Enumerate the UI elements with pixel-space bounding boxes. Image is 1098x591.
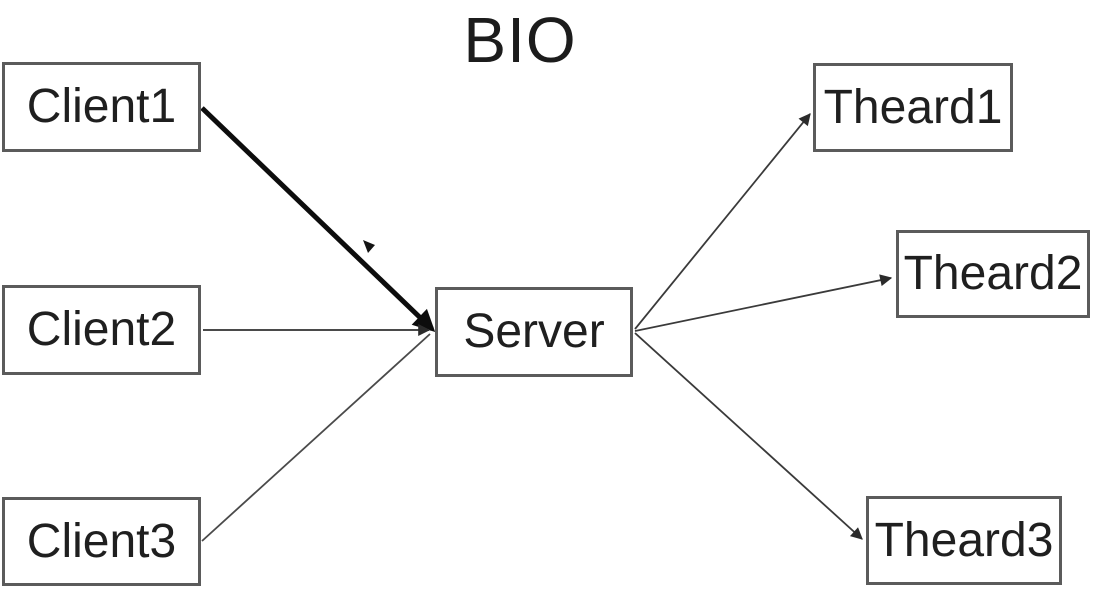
node-client2-label: Client2 <box>26 303 177 356</box>
node-server: Server <box>435 287 633 377</box>
node-server-label: Server <box>463 305 605 358</box>
node-client3: Client3 <box>2 497 201 586</box>
edge-client1-server <box>200 106 436 333</box>
node-client1: Client1 <box>2 62 201 152</box>
edge-client3-server <box>201 333 431 542</box>
node-client1-label: Client1 <box>26 80 177 133</box>
diagram-title: BIO <box>463 4 577 76</box>
edge-server-theard3 <box>634 332 863 540</box>
node-theard2-label: Theard2 <box>903 247 1083 300</box>
node-theard3-label: Theard3 <box>874 513 1054 567</box>
node-theard3: Theard3 <box>866 496 1062 585</box>
node-theard2: Theard2 <box>896 230 1090 318</box>
edge-server-theard1 <box>634 113 811 330</box>
stray-arrowhead-icon <box>363 240 375 253</box>
node-theard1-label: Theard1 <box>823 80 1003 134</box>
node-client2: Client2 <box>2 285 201 375</box>
node-client3-label: Client3 <box>26 514 177 568</box>
node-theard1: Theard1 <box>813 63 1013 152</box>
edge-server-theard2 <box>634 274 893 332</box>
